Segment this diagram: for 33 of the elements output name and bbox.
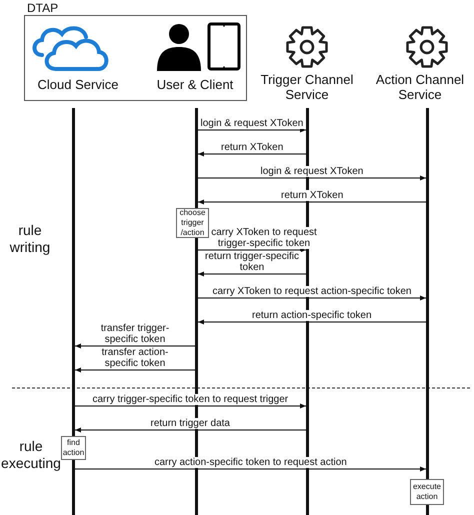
message-label: carry action-specific token to request action <box>154 457 348 468</box>
message-arrow <box>198 176 426 180</box>
message-label: carry XToken to request action-specific token <box>212 286 412 297</box>
message-label: login & request XToken <box>260 166 364 177</box>
message-arrow <box>198 296 426 300</box>
activity-box: choose trigger /action <box>176 208 209 238</box>
participant-name: Cloud Service <box>36 77 120 92</box>
message-label: return XToken <box>220 142 284 153</box>
group-heading: DTAP <box>27 1 58 15</box>
activity-box: execute action <box>410 479 444 505</box>
message-arrow <box>198 272 306 276</box>
phase-label: rule writing <box>8 222 52 256</box>
message-label: return trigger data <box>150 418 231 429</box>
message-label: return XToken <box>280 190 344 201</box>
activity-box: find action <box>61 436 86 460</box>
message-label: login & request XToken <box>200 118 304 129</box>
message-arrow <box>74 368 196 372</box>
message-arrow <box>198 320 426 324</box>
phase-label: rule executing <box>0 438 62 472</box>
participant-name: Action Channel Service <box>374 72 466 102</box>
message-arrow <box>74 466 426 472</box>
message-label: carry trigger-specific token to request trigger <box>92 394 290 405</box>
message-label: return trigger-specific token <box>204 251 300 273</box>
message-arrow <box>74 428 306 432</box>
message-arrow <box>198 248 306 252</box>
message-arrow <box>198 128 306 132</box>
message-label: return action-specific token <box>251 310 373 321</box>
message-arrow <box>74 404 306 408</box>
message-arrow <box>198 200 426 204</box>
message-arrow <box>198 152 306 156</box>
message-arrow <box>74 344 196 348</box>
participant-name: User & Client <box>156 77 234 92</box>
participant-name: Trigger Channel Service <box>260 72 354 102</box>
